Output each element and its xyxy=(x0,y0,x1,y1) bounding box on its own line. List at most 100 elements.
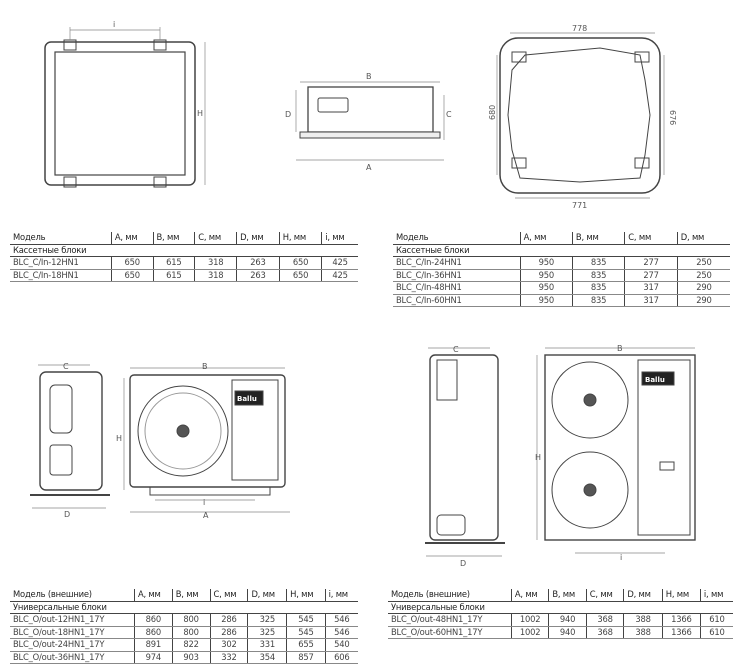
svg-text:B: B xyxy=(617,344,623,353)
table-row-cell: 388 xyxy=(623,626,663,639)
table-row-cell: 650 xyxy=(110,269,153,282)
table-row-cell: 540 xyxy=(324,638,358,652)
table-row-cell: 655 xyxy=(286,638,326,652)
table-row-cell: 1366 xyxy=(661,613,701,627)
svg-text:H: H xyxy=(197,109,203,118)
table-header-cell: B, мм xyxy=(548,589,587,602)
table-header-cell: H, мм xyxy=(286,589,326,602)
table-row-cell: 277 xyxy=(624,256,678,270)
table-group: Универсальные блоки xyxy=(388,601,733,614)
table-row-cell: 615 xyxy=(152,256,195,270)
table-header-cell: Модель (внешние) xyxy=(388,589,512,602)
table-row-cell: 250 xyxy=(676,256,730,270)
outdoor-small-views: Ballu C D B H i A xyxy=(30,362,290,520)
table-header-cell: C, мм xyxy=(624,232,678,245)
svg-text:i: i xyxy=(113,20,115,29)
table-row-cell: 354 xyxy=(247,651,287,664)
table-row-cell: 800 xyxy=(171,626,211,639)
table-row-cell: 425 xyxy=(321,256,358,270)
table-header-cell: D, мм xyxy=(247,589,287,602)
table-header-cell: A, мм xyxy=(133,589,173,602)
svg-text:Ballu: Ballu xyxy=(237,395,257,403)
table-header-cell: i, мм xyxy=(699,589,733,602)
table-row-cell: 1002 xyxy=(510,613,549,627)
table-row-cell: 277 xyxy=(624,269,678,282)
table-row-cell: 950 xyxy=(519,281,573,295)
svg-text:D: D xyxy=(64,510,70,519)
table-row-cell: 318 xyxy=(194,256,237,270)
svg-text:i: i xyxy=(620,553,622,562)
table-row-cell: 1366 xyxy=(661,626,701,639)
table-header-cell: D, мм xyxy=(676,232,730,245)
table-row-cell: 606 xyxy=(324,651,358,664)
svg-text:Ballu: Ballu xyxy=(645,376,665,384)
table-header-cell: C, мм xyxy=(194,232,237,245)
svg-text:A: A xyxy=(203,511,209,520)
table-row-cell: 545 xyxy=(286,613,326,627)
table-header-cell: D, мм xyxy=(236,232,280,245)
table-row-cell: 368 xyxy=(585,613,624,627)
table-group-cell: Универсальные блоки xyxy=(10,601,358,614)
svg-text:C: C xyxy=(63,362,69,371)
table-header-cell: B, мм xyxy=(152,232,195,245)
svg-text:B: B xyxy=(366,72,372,81)
table-header-cell: A, мм xyxy=(519,232,573,245)
table-row-cell: 325 xyxy=(247,613,287,627)
table-header-cell: D, мм xyxy=(623,589,663,602)
table-header-cell: Модель xyxy=(393,232,521,245)
table-row-cell: 331 xyxy=(247,638,287,652)
table-row-cell: 263 xyxy=(236,256,280,270)
svg-text:i: i xyxy=(203,498,205,507)
table-row-cell: 650 xyxy=(110,256,153,270)
table-header-cell: Модель (внешние) xyxy=(10,589,135,602)
table-row-cell: 835 xyxy=(571,269,625,282)
table-row-cell: 546 xyxy=(324,613,358,627)
table-row-cell: BLC_O/out-24HN1_17Y xyxy=(10,638,135,652)
table-row-cell: BLC_C/In-48HN1 xyxy=(393,281,521,295)
table-row-cell: 388 xyxy=(623,613,663,627)
table-header-cell: A, мм xyxy=(110,232,153,245)
table-group: Универсальные блоки xyxy=(10,601,358,614)
table-row-cell: 800 xyxy=(171,613,211,627)
table-header-cell: C, мм xyxy=(209,589,248,602)
table-header-cell: H, мм xyxy=(278,232,322,245)
table-row-cell: BLC_O/out-36HN1_17Y xyxy=(10,651,135,664)
table-row-cell: 546 xyxy=(324,626,358,639)
table-header-cell: C, мм xyxy=(585,589,624,602)
table-row-cell: 822 xyxy=(171,638,211,652)
table-row-cell: BLC_O/out-48HN1_17Y xyxy=(388,613,512,627)
table-row-cell: 903 xyxy=(171,651,211,664)
table-row-cell: 974 xyxy=(133,651,173,664)
table-row-cell: 940 xyxy=(548,626,587,639)
table-row-cell: 250 xyxy=(676,269,730,282)
svg-text:C: C xyxy=(446,110,452,119)
cassette-side-view: B A C D xyxy=(285,72,452,172)
table-group-cell: Универсальные блоки xyxy=(388,601,733,614)
table-header-cell: i, мм xyxy=(321,232,358,245)
table-row-cell: 650 xyxy=(278,269,322,282)
table-row-cell: 286 xyxy=(209,613,248,627)
table-header-cell: A, мм xyxy=(510,589,549,602)
table-header-cell: B, мм xyxy=(571,232,625,245)
table-row-cell: 318 xyxy=(194,269,237,282)
svg-text:D: D xyxy=(285,110,291,119)
table-row-cell: 857 xyxy=(286,651,326,664)
table-row-cell: 317 xyxy=(624,281,678,295)
table-row-cell: BLC_O/out-18HN1_17Y xyxy=(10,626,135,639)
table-row-cell: 545 xyxy=(286,626,326,639)
table-row-cell: 1002 xyxy=(510,626,549,639)
table-row-cell: 302 xyxy=(209,638,248,652)
